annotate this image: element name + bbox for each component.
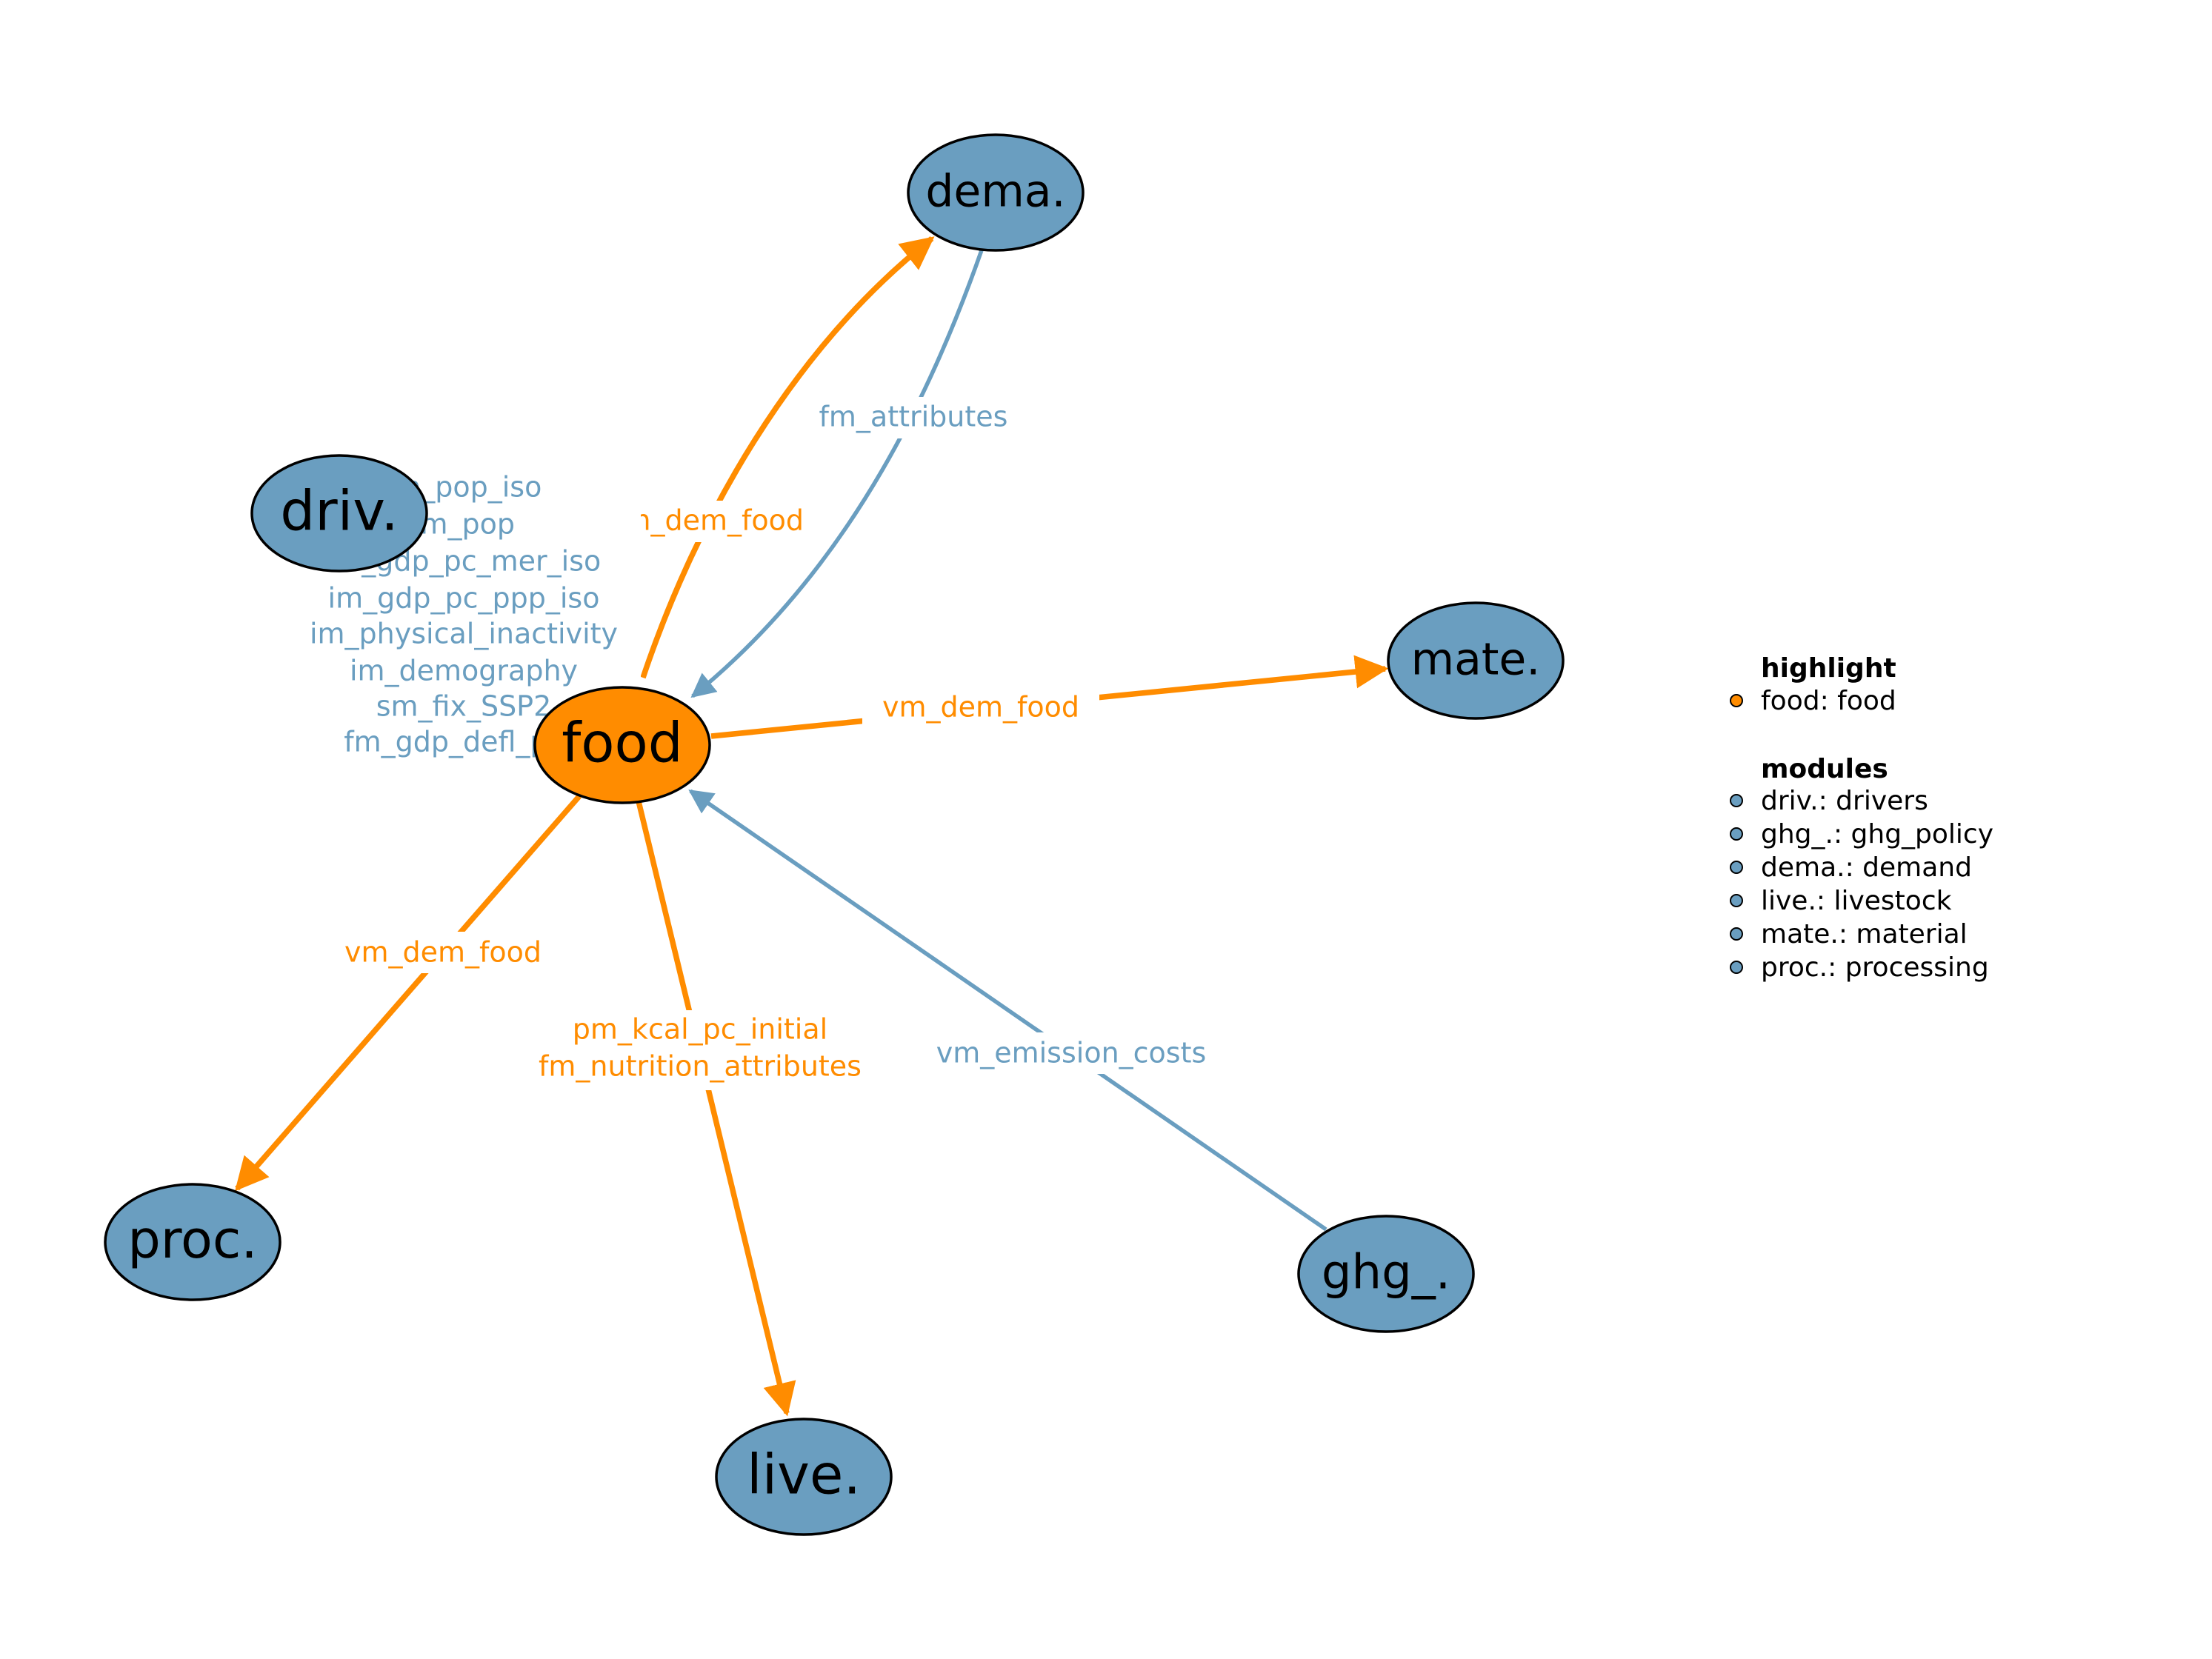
legend-dot-module [1730, 927, 1743, 941]
legend-item: driv.: drivers [1730, 786, 1928, 816]
legend-item-label: live.: livestock [1761, 886, 1952, 916]
edge-labels-layer: vm_dem_food fm_attributes vm_dem_food vm… [293, 397, 1227, 1090]
node-live-label: live. [747, 1443, 861, 1507]
node-mate-label: mate. [1411, 634, 1541, 686]
node-dema-label: dema. [925, 166, 1065, 218]
node-driv[interactable]: driv. [250, 454, 428, 573]
node-food-shape [533, 686, 711, 804]
node-food[interactable]: food [533, 686, 711, 804]
edge-label-text: im_gdp_pc_ppp_iso [328, 582, 600, 615]
legend: highlight food: food modules driv.: driv… [1730, 653, 1993, 983]
legend-item-label: driv.: drivers [1761, 786, 1928, 816]
edge-label-food-to-proc: vm_dem_food [327, 932, 559, 973]
nodes-layer: driv. food dema. mate. proc. live. ghg_. [104, 133, 1565, 1536]
node-live-shape [715, 1418, 893, 1536]
legend-dot-module [1730, 827, 1743, 841]
legend-item: proc.: processing [1730, 952, 1989, 983]
node-dema-shape [907, 133, 1085, 252]
edge-label-text: vm_dem_food [882, 691, 1079, 724]
edge-label-driv-to-food: im_pop_iso im_pop im_gdp_pc_mer_iso im_g… [293, 468, 641, 764]
edge-label-food-to-mate: vm_dem_food [862, 687, 1099, 729]
edges-layer [235, 236, 1389, 1417]
edge-label-text: vm_dem_food [344, 936, 542, 969]
edge-dema-to-food [690, 250, 984, 698]
legend-highlight-heading: highlight [1761, 653, 1896, 684]
legend-item-label: mate.: material [1761, 919, 1968, 949]
legend-item-label: proc.: processing [1761, 952, 1989, 983]
legend-item-label: dema.: demand [1761, 852, 1972, 883]
node-live[interactable]: live. [715, 1418, 893, 1536]
edge-ghg-to-food [688, 789, 1327, 1232]
edge-label-text: im_demography [350, 655, 578, 687]
legend-item: dema.: demand [1730, 852, 1972, 883]
node-driv-label: driv. [280, 480, 399, 544]
legend-item: mate.: material [1730, 919, 1968, 949]
node-mate[interactable]: mate. [1387, 601, 1565, 720]
legend-dot-module [1730, 894, 1743, 907]
legend-modules-heading: modules [1761, 754, 1888, 784]
legend-item-label: ghg_.: ghg_policy [1761, 819, 1993, 849]
edge-food-to-live [636, 801, 796, 1417]
edge-food-to-proc [235, 794, 582, 1192]
legend-item: ghg_.: ghg_policy [1730, 819, 1993, 849]
node-proc[interactable]: proc. [104, 1183, 282, 1301]
edge-label-text: pm_kcal_pc_initial [573, 1013, 827, 1046]
edge-label-ghg-to-food: vm_emission_costs [916, 1032, 1227, 1074]
edge-label-text: im_pop [413, 508, 515, 541]
legend-item-label: food: food [1761, 686, 1896, 716]
node-food-label: food [562, 712, 683, 775]
node-ghg[interactable]: ghg_. [1297, 1215, 1475, 1333]
legend-item: food: food [1730, 686, 1896, 716]
node-ghg-label: ghg_. [1322, 1246, 1450, 1301]
edge-label-text: fm_nutrition_attributes [539, 1050, 862, 1083]
node-proc-shape [104, 1183, 282, 1301]
edge-food-to-dema [640, 236, 935, 679]
edge-label-text: im_physical_inactivity [310, 618, 618, 650]
node-ghg-shape [1297, 1215, 1475, 1333]
node-mate-shape [1387, 601, 1565, 720]
legend-dot-module [1730, 861, 1743, 874]
edge-label-text: sm_fix_SSP2 [376, 690, 552, 723]
legend-item: live.: livestock [1730, 886, 1952, 916]
node-driv-shape [250, 454, 428, 573]
node-proc-label: proc. [127, 1209, 257, 1270]
legend-dot-module [1730, 794, 1743, 807]
node-dema[interactable]: dema. [907, 133, 1085, 252]
legend-dot-highlight [1730, 694, 1743, 707]
edge-label-dema-to-food: fm_attributes [807, 397, 1021, 438]
edge-label-text: fm_attributes [819, 401, 1008, 433]
edge-label-text: vm_emission_costs [936, 1037, 1207, 1069]
edge-label-food-to-live: pm_kcal_pc_initial fm_nutrition_attribut… [519, 1010, 882, 1090]
legend-dot-module [1730, 961, 1743, 974]
